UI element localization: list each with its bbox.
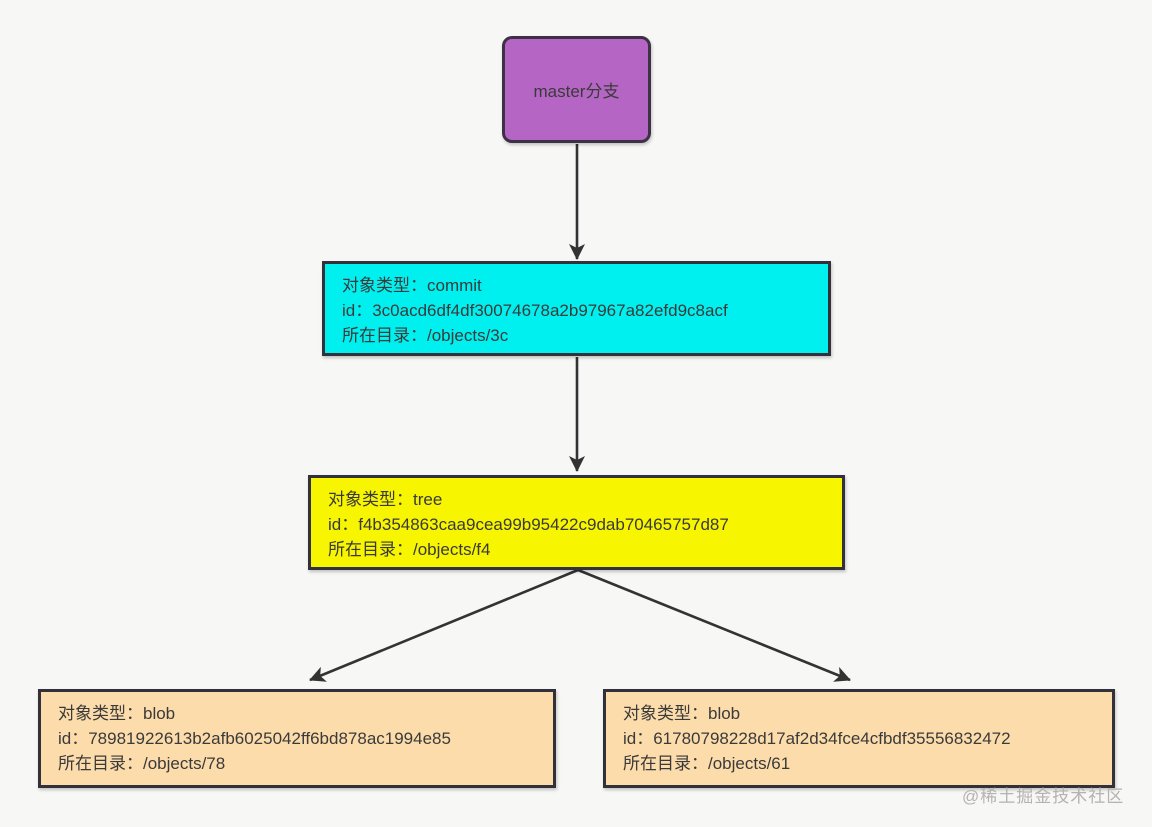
blob-left-id-line: id：78981922613b2afb6025042ff6bd878ac1994… xyxy=(58,729,451,748)
commit-id-line: id：3c0acd6df4df30074678a2b97967a82efd9c8… xyxy=(342,301,728,320)
tree-node: 对象类型：tree id：f4b354863caa9cea99b95422c9d… xyxy=(308,475,845,570)
commit-type-line: 对象类型：commit xyxy=(342,276,482,295)
arrow-tree-to-blob-right xyxy=(577,568,851,682)
blob-left-dir-line: 所在目录：/objects/78 xyxy=(58,754,226,773)
tree-id-line: id：f4b354863caa9cea99b95422c9dab70465757… xyxy=(328,515,729,534)
watermark: @稀土掘金技术社区 xyxy=(962,787,1125,806)
arrow-tree-to-blob-left xyxy=(309,568,579,682)
branch-node: master分支 xyxy=(502,36,651,143)
commit-node: 对象类型：commit id：3c0acd6df4df30074678a2b97… xyxy=(322,261,831,356)
branch-label: master分支 xyxy=(533,82,620,101)
blob-right-type-line: 对象类型：blob xyxy=(623,704,741,723)
blob-left-type-line: 对象类型：blob xyxy=(58,704,176,723)
tree-type-line: 对象类型：tree xyxy=(328,490,443,509)
blob-right-node: 对象类型：blob id：61780798228d17af2d34fce4cfb… xyxy=(603,689,1115,788)
tree-dir-line: 所在目录：/objects/f4 xyxy=(328,540,491,559)
commit-dir-line: 所在目录：/objects/3c xyxy=(342,326,509,345)
blob-left-node: 对象类型：blob id：78981922613b2afb6025042ff6b… xyxy=(38,689,556,788)
blob-right-id-line: id：61780798228d17af2d34fce4cfbdf35556832… xyxy=(623,729,1011,748)
blob-right-dir-line: 所在目录：/objects/61 xyxy=(623,754,791,773)
